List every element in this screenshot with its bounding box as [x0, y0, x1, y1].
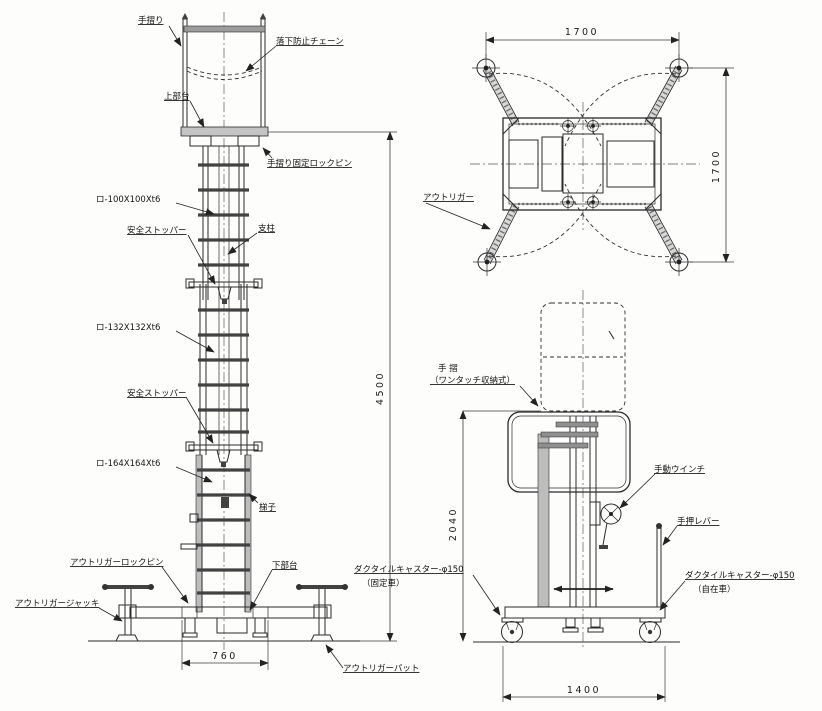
- mast: [180, 146, 263, 613]
- outrigger-swing-arcs: [488, 72, 677, 258]
- mast-base: [88, 584, 360, 642]
- label-square-tube-100: ロ-100X100Xt6: [96, 195, 160, 205]
- ladder-rungs: [197, 163, 250, 595]
- plan-dimensions: 1700 1700: [485, 27, 734, 263]
- phantom-basket: [540, 302, 626, 412]
- safety-stopper-upper-assembly: [185, 278, 263, 304]
- manual-winch: [589, 501, 622, 549]
- basket-top-rail: [183, 25, 266, 33]
- cart-dimensions: 2040 1400: [448, 410, 666, 702]
- label-push-lever: 手押レバー: [677, 516, 720, 527]
- label-safety-stopper-lower: 安全ストッパー: [127, 388, 187, 399]
- basket: [180, 13, 269, 147]
- base-center-box: [216, 617, 248, 634]
- label-lower-platform: 下部台: [272, 560, 298, 571]
- outrigger-corner-points: [472, 54, 693, 276]
- winch-handle-grip: [599, 545, 608, 549]
- cart-side-view: 2040 1400 手 摺 （ワンタッチ収納式） 手動ウインチ 手押レバー ダク…: [354, 290, 795, 702]
- platform-floor: [180, 126, 269, 137]
- dim-1700-depth: 1700: [711, 149, 722, 183]
- safety-stopper-lower-assembly: [185, 441, 263, 467]
- outrigger-pad-left: [115, 634, 139, 642]
- platform-mount-right: [237, 135, 260, 147]
- outrigger-plan-view: 1700 1700 アウトリガー: [423, 27, 734, 276]
- outrigger-jack-right: [296, 584, 348, 642]
- push-lever: [656, 523, 662, 608]
- cart-base: [473, 606, 680, 643]
- label-stowable-handrail-note: （ワンタッチ収納式）: [430, 375, 515, 386]
- plan-frame: [502, 117, 662, 211]
- label-fall-prevention-chain: 落下防止チェーン: [276, 36, 344, 47]
- label-handrail-lock-pin: 手摺り固定ロックピン: [267, 158, 352, 169]
- label-outrigger-jack: アウトリガージャッキ: [15, 598, 99, 609]
- mast-labels: 手摺り 落下防止チェーン 上部台 手摺り固定ロックピン ロ-100X100Xt6…: [15, 15, 419, 674]
- lock-pin-handle: [180, 543, 198, 550]
- cart-labels: 手 摺 （ワンタッチ収納式） 手動ウインチ 手押レバー ダクタイルキャスター-φ…: [354, 363, 795, 616]
- dim-760: 760: [212, 651, 238, 662]
- base-beam: [129, 606, 328, 619]
- label-caster-swivel: ダクタイルキャスター-φ150: [685, 570, 795, 581]
- latch-fitting: [189, 513, 199, 523]
- mast-dimensions: 4500 760: [181, 131, 397, 670]
- label-manual-winch: 手動ウインチ: [654, 464, 705, 475]
- label-handrail: 手摺り: [138, 15, 164, 26]
- label-ladder: 梯子: [259, 502, 277, 513]
- dim-1400: 1400: [567, 685, 601, 696]
- outrigger-arms: [482, 65, 683, 265]
- label-square-tube-132: ロ-132X132Xt6: [96, 323, 160, 333]
- label-stowable-handrail: 手 摺: [438, 363, 458, 374]
- dim-4500: 4500: [375, 371, 386, 405]
- label-caster-swivel-type: （自在車）: [693, 584, 736, 595]
- label-outrigger-pad: アウトリガーパット: [343, 663, 419, 674]
- platform-mount-left: [189, 135, 212, 147]
- label-outrigger: アウトリガー: [423, 192, 474, 203]
- dim-2040: 2040: [448, 507, 459, 541]
- mast-elevation-view: 4500 760 手摺り 落下防止チェーン 上部台 手摺り固定ロックピン ロ-1…: [15, 12, 419, 674]
- chain-curve: [186, 66, 263, 76]
- dim-1700-width: 1700: [565, 27, 599, 38]
- winch-bolt: [221, 497, 229, 508]
- cart-base-beam: [504, 606, 666, 619]
- label-caster-fixed: ダクタイルキャスター-φ150: [354, 564, 464, 575]
- label-upper-platform: 上部台: [164, 91, 190, 102]
- outrigger-jack-left: [102, 584, 154, 642]
- label-caster-fixed-type: （固定車）: [362, 578, 405, 589]
- label-support-post: 支柱: [258, 223, 276, 234]
- outrigger-pad-right: [310, 634, 334, 642]
- label-safety-stopper-upper: 安全ストッパー: [127, 225, 187, 236]
- stowed-handrail-frame: [507, 411, 631, 493]
- label-outrigger-lock-pin: アウトリガーロックピン: [70, 557, 164, 568]
- label-square-tube-164: ロ-164X164Xt6: [96, 459, 160, 469]
